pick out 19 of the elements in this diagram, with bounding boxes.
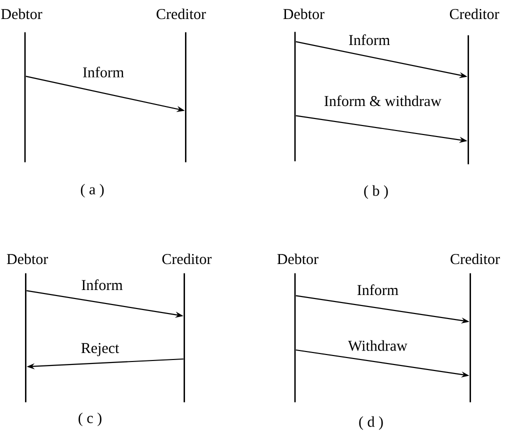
- participant-label: Creditor: [162, 254, 212, 264]
- participant-label: Debtor: [6, 254, 48, 264]
- edge-label: Inform & withdraw: [322, 94, 442, 108]
- edge-label: Inform: [356, 283, 400, 296]
- panel-caption: ( d ): [359, 416, 383, 430]
- panel-caption: ( c ): [78, 412, 102, 426]
- participant-label: Debtor: [283, 8, 324, 20]
- edge-label: Inform: [80, 278, 124, 292]
- participant-label: Creditor: [450, 8, 500, 20]
- edge-label: Reject: [80, 342, 120, 358]
- participant-label: Creditor: [156, 8, 206, 20]
- participant-label: Debtor: [1, 8, 42, 20]
- panel-caption: ( b ): [364, 185, 388, 199]
- edge-label: Inform: [81, 66, 126, 78]
- participant-label: Creditor: [450, 254, 500, 264]
- edge-label: Inform: [347, 33, 392, 46]
- edge-label: Withdraw: [347, 339, 408, 352]
- participant-label: Debtor: [277, 254, 318, 264]
- panel-caption: ( a ): [80, 184, 104, 198]
